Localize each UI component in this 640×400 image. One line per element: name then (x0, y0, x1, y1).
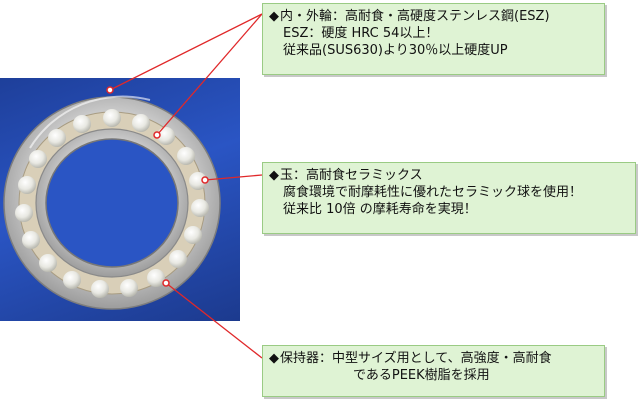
callout-rings: 内・外輪：高耐食・高硬度ステンレス鋼(ESZ) ESZ：硬度 HRC 54以上！… (262, 3, 605, 75)
callout-balls-line: 腐食環境で耐摩耗性に優れたセラミック球を使用！ (283, 185, 583, 200)
callout-cage-heading: 保持器：中型サイズ用として、高強度・高耐食 (269, 350, 598, 367)
callout-rings-heading: 内・外輪：高耐食・高硬度ステンレス鋼(ESZ) (269, 8, 598, 25)
callout-balls-heading: 玉：高耐食セラミックス (269, 167, 629, 184)
callout-cage-line: であるPEEK樹脂を採用 (353, 368, 490, 383)
ceramic-balls (15, 109, 209, 298)
callout-cage: 保持器：中型サイズ用として、高強度・高耐食 であるPEEK樹脂を採用 (262, 345, 605, 397)
callout-rings-line: 従来品(SUS630)より30％以上硬度UP (283, 43, 508, 58)
callout-balls: 玉：高耐食セラミックス 腐食環境で耐摩耗性に優れたセラミック球を使用！ 従来比 … (262, 162, 636, 234)
ball-bearing-image (3, 95, 221, 310)
bearing-photo (0, 78, 240, 321)
callout-rings-line: ESZ：硬度 HRC 54以上！ (283, 26, 439, 41)
callout-balls-line: 従来比 10倍 の摩耗寿命を実現！ (283, 202, 477, 217)
